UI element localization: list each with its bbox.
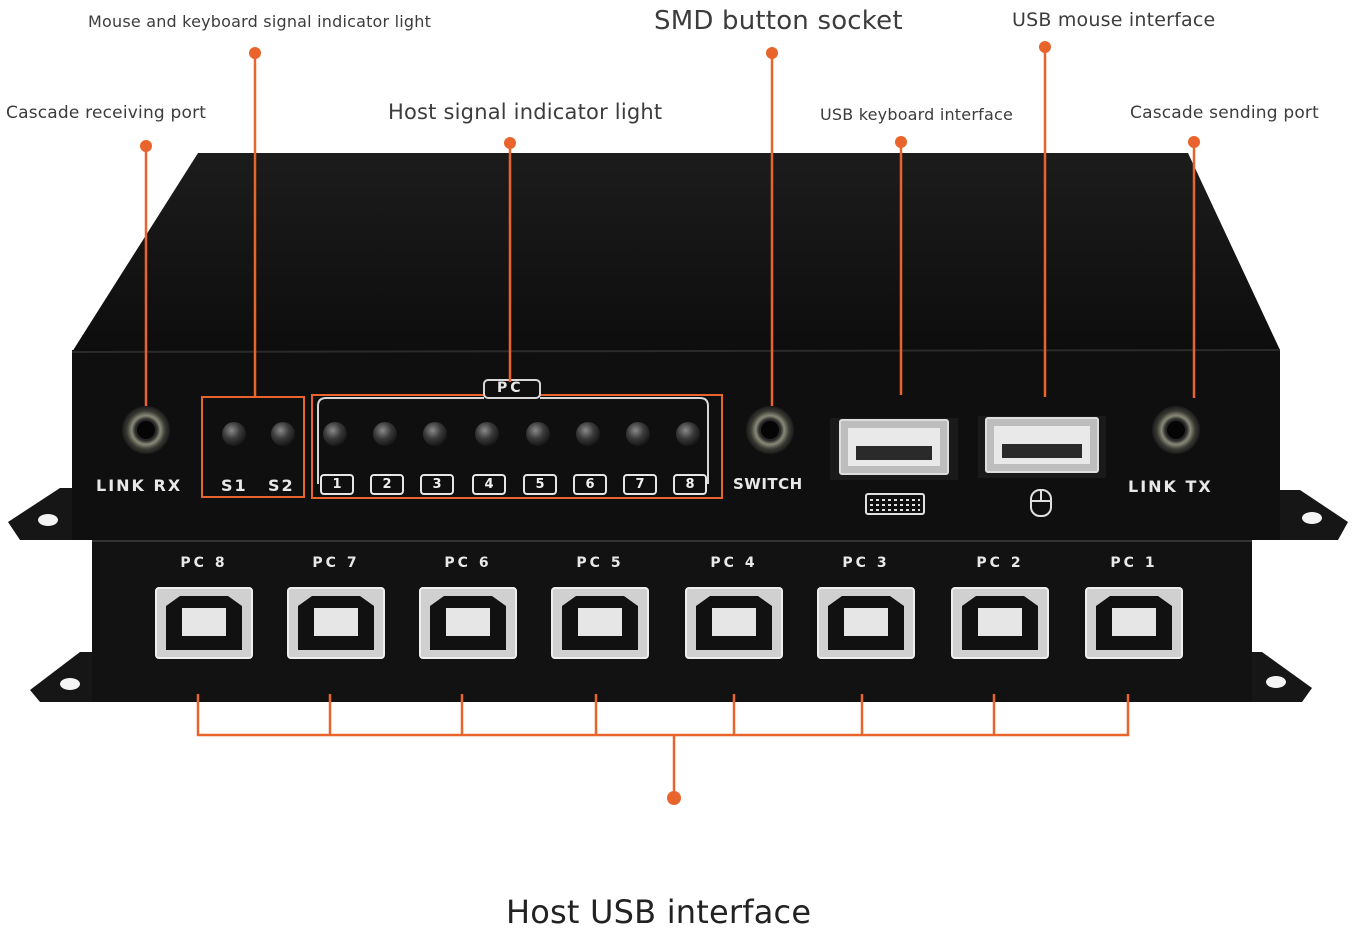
port-label-pc4: PC 4 [710, 555, 758, 571]
port-label-pc7: PC 7 [312, 555, 360, 571]
label-cascade-receiving-port: Cascade receiving port [6, 103, 207, 123]
panel-label-link-tx: LINK TX [1128, 477, 1213, 496]
led-pc-4 [475, 422, 499, 446]
panel-label-switch: SWITCH [733, 475, 803, 493]
led-pc-3 [423, 422, 447, 446]
rear-left-flange [30, 652, 100, 702]
usb-b-port-pc2 [951, 587, 1049, 659]
mouse-icon [1030, 489, 1052, 517]
device-rear-face [92, 540, 1252, 702]
usb-mouse-port [978, 416, 1106, 478]
pc-number-3: 3 [420, 474, 454, 495]
pc-number-5: 5 [523, 474, 557, 495]
label-host-usb-interface: Host USB interface [506, 893, 812, 931]
keyboard-icon [865, 493, 925, 515]
pc-number-4: 4 [472, 474, 506, 495]
label-cascade-sending-port: Cascade sending port [1130, 103, 1319, 123]
panel-label-pc-group: PC [497, 380, 524, 396]
led-pc-8 [676, 422, 700, 446]
usb-b-port-pc3 [817, 587, 915, 659]
front-left-flange [8, 488, 78, 540]
leader-host-usb-bracket [196, 694, 1130, 737]
usb-b-port-pc7 [287, 587, 385, 659]
pc-number-1: 1 [320, 474, 354, 495]
pc-number-7: 7 [623, 474, 657, 495]
usb-b-port-pc8 [155, 587, 253, 659]
usb-keyboard-port [830, 418, 958, 480]
usb-b-port-pc5 [551, 587, 649, 659]
panel-label-s1: S1 [221, 476, 248, 495]
port-label-pc8: PC 8 [180, 555, 228, 571]
pc-number-6: 6 [573, 474, 607, 495]
led-s1 [222, 422, 246, 446]
port-label-pc6: PC 6 [444, 555, 492, 571]
usb-b-ports [155, 587, 1183, 659]
pc-number-2: 2 [370, 474, 404, 495]
label-usb-keyboard-interface: USB keyboard interface [820, 105, 1013, 124]
callout-lines [140, 41, 1200, 805]
usb-b-port-pc4 [685, 587, 783, 659]
port-label-pc3: PC 3 [842, 555, 890, 571]
led-pc-2 [373, 422, 397, 446]
led-pc-1 [323, 422, 347, 446]
led-pc-6 [576, 422, 600, 446]
led-s2 [271, 422, 295, 446]
label-smd-button-socket: SMD button socket [654, 6, 903, 36]
usb-b-port-pc1 [1085, 587, 1183, 659]
port-label-pc2: PC 2 [976, 555, 1024, 571]
led-pc-5 [526, 422, 550, 446]
led-pc-7 [626, 422, 650, 446]
label-host-signal-indicator: Host signal indicator light [388, 100, 663, 124]
usb-b-port-pc6 [419, 587, 517, 659]
pc-number-8: 8 [673, 474, 707, 495]
panel-label-link-rx: LINK RX [96, 476, 183, 495]
pc-leds [323, 422, 700, 446]
label-mouse-keyboard-indicator: Mouse and keyboard signal indicator ligh… [88, 12, 432, 31]
panel-label-s2: S2 [268, 476, 295, 495]
port-label-pc5: PC 5 [576, 555, 624, 571]
device-top [72, 153, 1280, 352]
s-indicator-box [201, 396, 305, 498]
label-usb-mouse-interface: USB mouse interface [1012, 9, 1216, 31]
port-label-pc1: PC 1 [1110, 555, 1158, 571]
